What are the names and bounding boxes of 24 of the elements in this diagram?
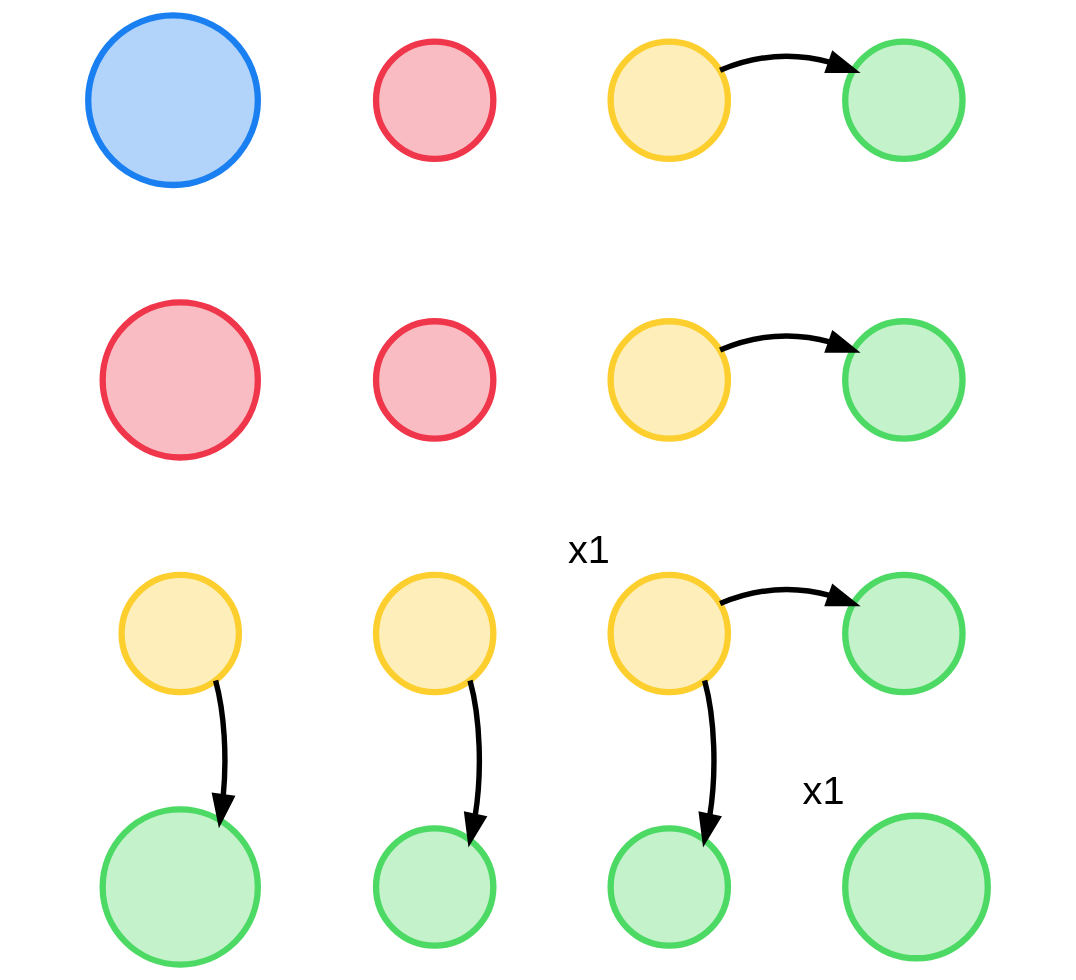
- arrow: [719, 329, 861, 353]
- node-circle: [607, 318, 732, 442]
- node-circle: [842, 38, 966, 163]
- node-circle: [99, 806, 261, 968]
- node-label: x1: [802, 768, 845, 813]
- node-circle: [85, 12, 261, 189]
- node-circle: [607, 825, 732, 949]
- node-circle: [372, 318, 497, 442]
- node-label: x1: [568, 527, 610, 572]
- node-circle: [118, 571, 243, 696]
- node-circle: [372, 825, 497, 949]
- arrow: [698, 679, 722, 848]
- node-circle: [607, 571, 732, 696]
- arrow: [211, 679, 236, 829]
- node-circle: [372, 571, 497, 696]
- arrow: [463, 679, 488, 848]
- node-circle: [842, 571, 966, 696]
- node-circle: [607, 38, 732, 163]
- arrow: [719, 583, 861, 607]
- arrow: [719, 50, 861, 74]
- node-circle: [372, 38, 497, 163]
- node-circle: [842, 318, 966, 442]
- node-circle: [99, 299, 261, 461]
- node-circle: [842, 812, 991, 962]
